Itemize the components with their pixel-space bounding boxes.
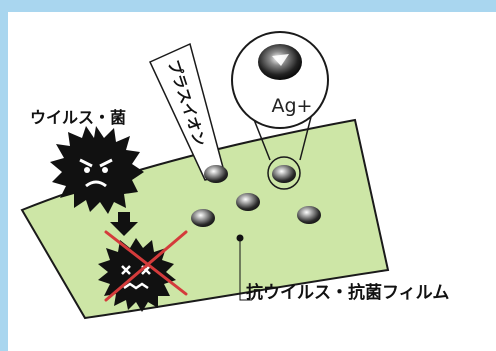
cross-mark-icon (104, 230, 188, 302)
silver-ion (272, 165, 296, 183)
silver-ion-large-highlight (272, 54, 289, 66)
silver-ion (204, 165, 228, 183)
film-leader-line (239, 240, 252, 301)
down-arrow-icon (110, 212, 138, 236)
silver-ion-label: Ag+ (271, 95, 313, 117)
ion-highlight-ring (267, 156, 301, 190)
film-pointer-dot (236, 234, 244, 242)
silver-ion (297, 206, 321, 224)
virus-icon (50, 126, 144, 214)
antiviral-film-label: 抗ウイルス・抗菌フィルム (246, 283, 450, 303)
virus-bacteria-label: ウイルス・菌 (30, 108, 127, 127)
silver-ion (236, 193, 260, 211)
silver-ion (191, 209, 215, 227)
silver-ions (191, 165, 321, 227)
